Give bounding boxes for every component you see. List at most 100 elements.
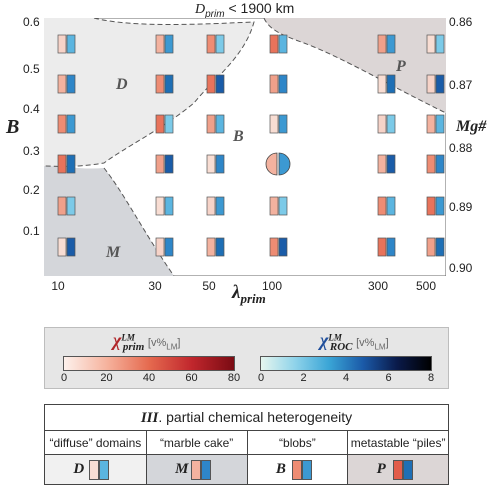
heterogeneity-cell-label: “blobs” xyxy=(279,436,316,450)
heterogeneity-cell-label: “diffuse” domains xyxy=(49,436,142,450)
heterogeneity-cell-label: metastable “piles” xyxy=(350,436,446,450)
heterogeneity-cell-letter: B xyxy=(275,461,286,477)
marker-prim xyxy=(269,196,279,216)
bottom-tick: 500 xyxy=(415,279,437,293)
marker-roc xyxy=(164,114,174,134)
heterogeneity-cell-swatch: P xyxy=(348,455,448,484)
lambda-symbol: λ xyxy=(232,282,241,303)
heterogeneity-cell-prim-marker xyxy=(191,460,202,480)
colorbar-roc-title: χLMROC [v%LM] xyxy=(320,330,389,353)
chi-prim-unit-sub: LM xyxy=(166,342,178,352)
bottom-axis-name: λprim xyxy=(232,282,266,307)
colorbar-tick: 6 xyxy=(385,372,392,384)
marker-roc xyxy=(386,154,396,174)
marker-roc xyxy=(435,154,445,174)
marker-prim xyxy=(206,34,216,54)
marker-prim xyxy=(155,34,165,54)
heterogeneity-cell-swatch: B xyxy=(247,455,348,484)
marker-prim xyxy=(377,74,387,94)
marker-prim xyxy=(57,34,67,54)
marker-prim xyxy=(269,237,279,257)
bottom-tick: 30 xyxy=(148,279,162,293)
colorbar-tick: 20 xyxy=(100,372,113,384)
marker-roc xyxy=(278,237,288,257)
marker-roc xyxy=(164,34,174,54)
marker-roc xyxy=(386,34,396,54)
region-label-p: P xyxy=(396,58,406,75)
left-tick: 0.5 xyxy=(23,62,40,76)
heterogeneity-cell-divider xyxy=(348,454,448,455)
marker-prim xyxy=(206,114,216,134)
heterogeneity-cell: “marble cake” M xyxy=(145,431,247,484)
right-tick: 0.88 xyxy=(449,141,473,155)
marker-roc xyxy=(435,196,445,216)
marker-roc xyxy=(66,74,76,94)
chi-roc-sub: ROC xyxy=(329,340,353,353)
marker-prim xyxy=(426,114,436,134)
marker-prim xyxy=(57,196,67,216)
marker-roc xyxy=(215,154,225,174)
bottom-tick: 50 xyxy=(202,279,216,293)
chi-prim-symbol: χ xyxy=(113,330,122,350)
marker-roc xyxy=(215,196,225,216)
marker-roc xyxy=(164,237,174,257)
heterogeneity-cell-label: “marble cake” xyxy=(159,436,234,450)
chi-roc-sup: LM xyxy=(328,332,342,343)
colorbar-tick: 40 xyxy=(142,372,156,384)
marker-prim xyxy=(57,114,67,134)
marker-blob-prim xyxy=(265,152,278,176)
heterogeneity-cell-divider xyxy=(247,454,348,455)
marker-roc xyxy=(164,196,174,216)
chi-prim-sub: prim xyxy=(122,340,145,353)
marker-prim xyxy=(377,114,387,134)
marker-roc xyxy=(386,196,396,216)
marker-prim xyxy=(206,154,216,174)
marker-prim xyxy=(377,237,387,257)
colorbar-prim xyxy=(63,356,235,371)
marker-roc xyxy=(215,34,225,54)
marker-roc xyxy=(386,74,396,94)
marker-prim xyxy=(57,154,67,174)
colorbar-tick: 8 xyxy=(427,372,435,384)
dprim-sub: prim xyxy=(205,8,225,20)
marker-prim xyxy=(57,237,67,257)
chi-prim-sup: LM xyxy=(121,332,135,343)
marker-prim xyxy=(269,114,279,134)
boundary-m xyxy=(103,167,175,276)
colorbar-tick: 80 xyxy=(227,372,241,384)
marker-prim xyxy=(377,154,387,174)
chi-prim-unit: [v% xyxy=(147,337,167,349)
region-d xyxy=(44,18,254,167)
marker-roc xyxy=(215,74,225,94)
colorbar-prim-title: χLMprim [v%LM] xyxy=(113,330,180,353)
heterogeneity-cell-letter: D xyxy=(73,461,85,477)
marker-prim xyxy=(155,154,165,174)
heterogeneity-cell-prim-marker xyxy=(89,460,100,480)
marker-roc xyxy=(278,196,288,216)
marker-roc xyxy=(278,114,288,134)
right-tick: 0.86 xyxy=(449,15,473,29)
marker-prim xyxy=(269,34,279,54)
region-label-b: B xyxy=(233,128,244,145)
colorbar-roc xyxy=(260,356,432,371)
marker-prim xyxy=(377,34,387,54)
lambda-sub: prim xyxy=(240,290,266,306)
left-tick: 0.6 xyxy=(23,15,40,29)
colorbar-tick: 0 xyxy=(60,372,68,384)
marker-blob-roc xyxy=(278,152,291,176)
heterogeneity-cell-swatch: M xyxy=(146,455,247,484)
region-label-d: D xyxy=(116,76,128,93)
marker-prim xyxy=(426,196,436,216)
marker-roc xyxy=(164,74,174,94)
heterogeneity-cell-prim-marker xyxy=(392,460,403,480)
heterogeneity-cell-prim-marker xyxy=(291,460,302,480)
heterogeneity-cell-letter: P xyxy=(376,461,386,477)
right-tick: 0.87 xyxy=(449,78,473,92)
marker-roc xyxy=(66,196,76,216)
chi-roc-unit-close: ] xyxy=(385,337,389,349)
marker-roc xyxy=(386,237,396,257)
marker-prim xyxy=(426,34,436,54)
left-axis-name: B xyxy=(6,116,20,138)
